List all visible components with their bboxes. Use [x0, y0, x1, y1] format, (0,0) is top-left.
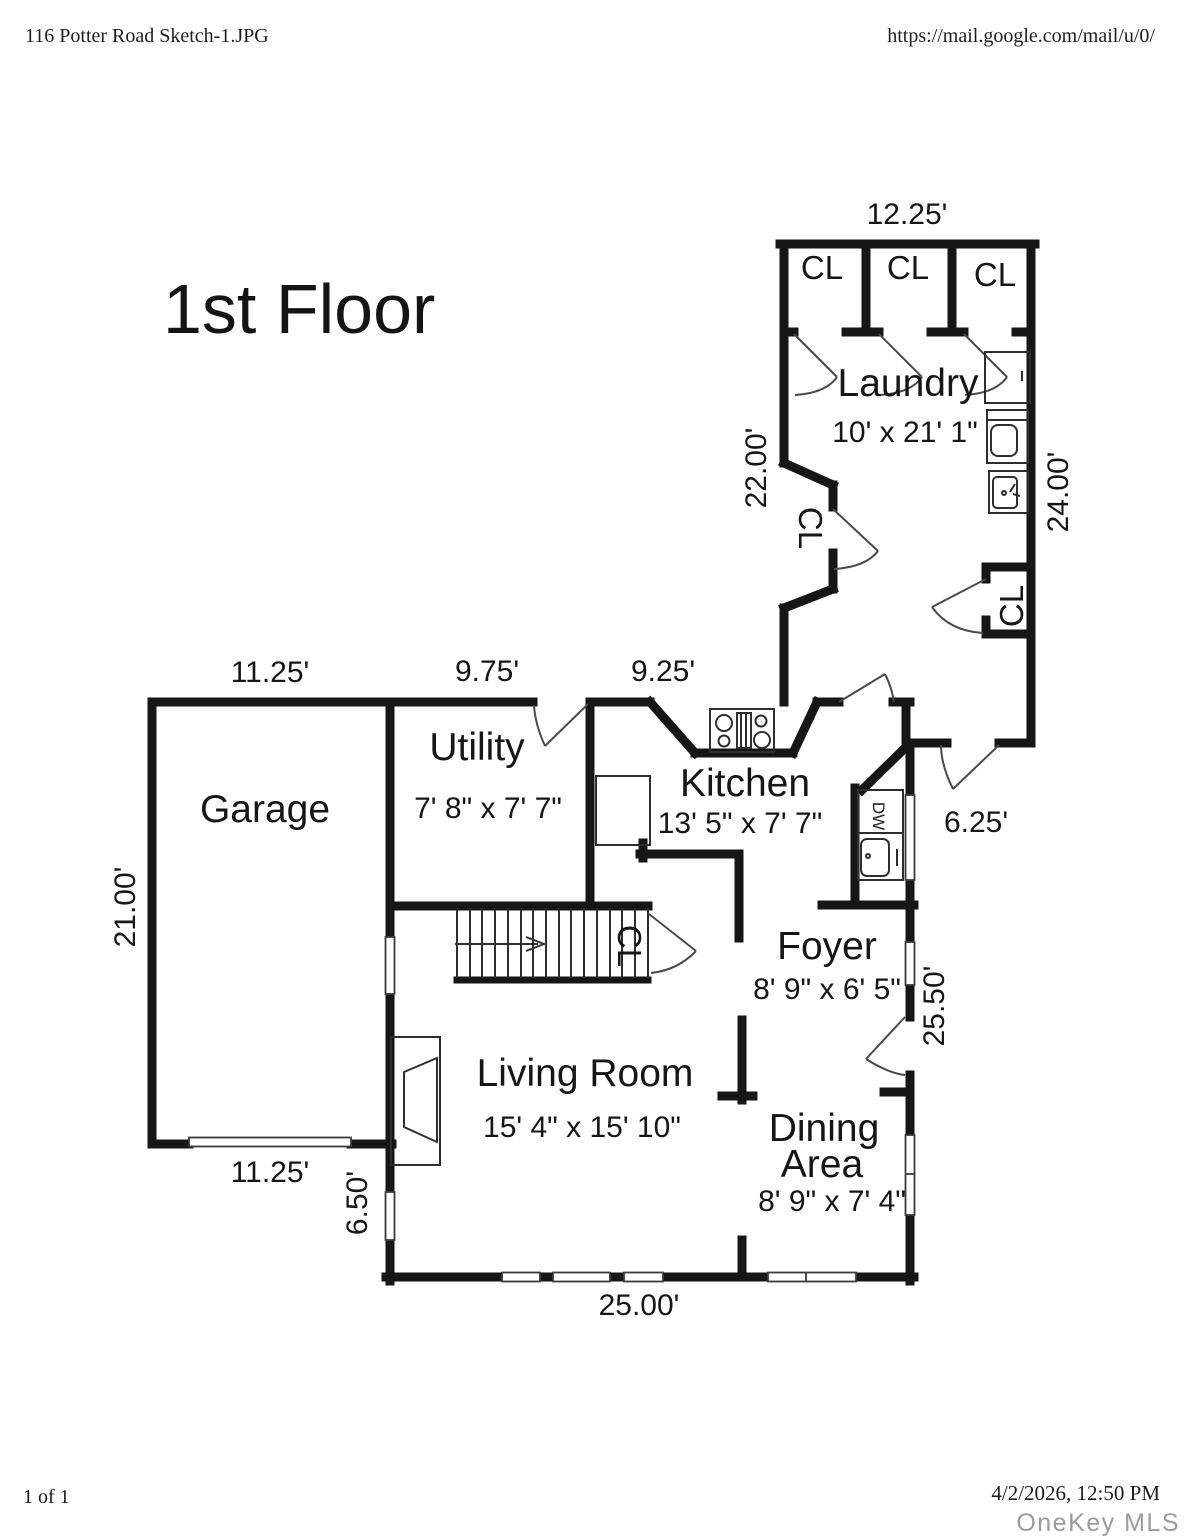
dim-utility-top: 9.75': [455, 655, 519, 688]
hall-walls: [901, 697, 1036, 752]
closet-door-1: [793, 333, 838, 396]
fireplace-symbol: [390, 1036, 441, 1166]
staircase: [455, 908, 649, 978]
dim-east: 25.50': [918, 966, 951, 1047]
room-size-utility: 7' 8" x 7' 7": [414, 792, 562, 825]
living-south-window-3: [623, 1271, 664, 1283]
room-size-kitchen: 13' 5" x 7' 7": [658, 807, 823, 840]
washer-symbol: [984, 351, 1031, 404]
room-size-foyer: 8' 9" x 6' 5": [753, 973, 901, 1006]
west-wall-window: [384, 1191, 396, 1241]
laundry-closet-walls: [779, 239, 1036, 337]
foyer-east-window: [904, 941, 916, 986]
appliances: [390, 351, 1031, 1166]
closet-label-stairs: CL: [611, 925, 648, 967]
dim-south: 25.00': [599, 1289, 680, 1322]
closet-label-1: CL: [801, 249, 843, 286]
room-label-kitchen: Kitchen: [680, 762, 810, 805]
labels: 116 Potter Road Sketch-1.JPG https://mai…: [23, 25, 1180, 1536]
dim-garage-bottom: 11.25': [231, 1156, 310, 1189]
garage-passage-opening: [384, 936, 396, 995]
stove-symbol: [709, 708, 775, 753]
front-door: [865, 1016, 906, 1076]
dining-south-window: [767, 1271, 857, 1283]
dryer-symbol: [986, 409, 1029, 464]
room-size-laundry: 10' x 21' 1": [832, 416, 978, 449]
room-label-utility: Utility: [429, 726, 525, 769]
walls: [147, 239, 1040, 1286]
stairs-closet-door: [648, 913, 697, 974]
room-label-garage: Garage: [200, 788, 330, 831]
dim-west: 6.50': [341, 1171, 374, 1235]
doors: [533, 333, 1008, 1076]
laundry-sink-symbol: [988, 470, 1029, 514]
room-label-living-room: Living Room: [477, 1052, 694, 1095]
laundry-walls: [775, 239, 1040, 748]
footer-timestamp: 4/2/2026, 12:50 PM: [991, 1481, 1160, 1505]
kitchen-sink-symbol: [857, 832, 904, 881]
room-label-foyer: Foyer: [777, 925, 877, 968]
header-filename: 116 Potter Road Sketch-1.JPG: [25, 25, 269, 47]
dim-laundry-top: 12.25': [867, 198, 948, 231]
dim-laundry-right: 24.00': [1042, 452, 1075, 533]
room-label-dining-line1: Dining: [769, 1107, 880, 1150]
kitchen-hall-door: [838, 673, 895, 703]
closet-label-right: CL: [993, 585, 1030, 627]
right-closet-walls: [981, 562, 1036, 639]
garage-door: [188, 1136, 352, 1148]
closet-label-2: CL: [887, 249, 929, 286]
closet-label-west: CL: [792, 507, 829, 549]
kitchen-east-window: [904, 794, 916, 881]
header-url: https://mail.google.com/mail/u/0/: [887, 25, 1155, 47]
closet-door-2: [878, 333, 923, 396]
dim-hall: 6.25': [944, 806, 1008, 839]
living-south-window-1: [501, 1271, 541, 1283]
right-closet-door: [931, 578, 987, 634]
room-size-dining: 8' 9" x 7' 4": [758, 1185, 906, 1218]
hall-door: [940, 744, 1000, 790]
west-closet-door: [832, 508, 879, 570]
room-size-living-room: 15' 4" x 15' 10": [483, 1111, 681, 1144]
utility-door: [533, 703, 589, 747]
room-label-dining-line2: Area: [781, 1143, 864, 1186]
interior-walls: [385, 697, 919, 1282]
dishwasher-label: DW: [869, 802, 888, 830]
dim-garage-top: 11.25': [231, 656, 310, 689]
closet-label-3: CL: [974, 256, 1016, 293]
garage-walls: [147, 697, 397, 1149]
living-south-window-2: [552, 1271, 611, 1283]
stair-direction-arrow: [455, 936, 547, 952]
dim-kitchen-top: 9.25': [631, 655, 695, 688]
watermark-onekey-mls: OneKey MLS: [1016, 1509, 1180, 1536]
dim-laundry-left: 22.00': [740, 428, 773, 509]
dining-east-window: [904, 1134, 916, 1216]
room-label-laundry: Laundry: [838, 362, 979, 405]
windows: [188, 794, 916, 1283]
dim-garage-left: 21.00': [109, 867, 142, 948]
plan-title: 1st Floor: [163, 270, 435, 348]
north-wall: [147, 695, 915, 760]
refrigerator-symbol: [595, 775, 651, 846]
footer-page-number: 1 of 1: [23, 1486, 70, 1508]
